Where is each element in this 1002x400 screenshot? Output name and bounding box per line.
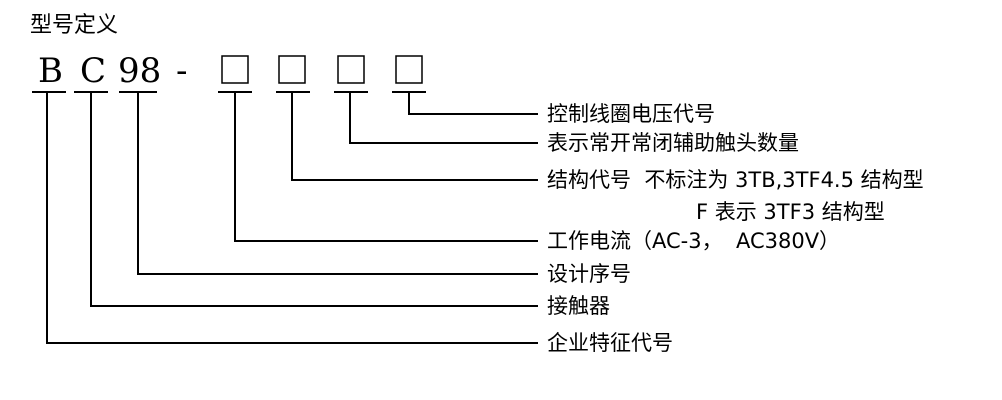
code-box-3: [337, 55, 365, 84]
code-char-c: C: [80, 51, 106, 91]
code-box-2: [278, 55, 306, 84]
label-working-current: 工作电流（AC-3， AC380V）: [547, 229, 840, 253]
label-enterprise-code: 企业特征代号: [547, 331, 673, 355]
label-structure-code: 结构代号 不标注为 3TB,3TF4.5 结构型: [547, 168, 924, 192]
leader-contactor: [90, 92, 538, 307]
leader-aux-contacts: [349, 92, 538, 144]
leader-working-current: [234, 92, 538, 242]
leader-enterprise-code: [46, 92, 538, 344]
code-char-98: 98: [118, 51, 161, 91]
leader-design-serial: [137, 92, 538, 275]
code-dash: -: [176, 51, 188, 91]
label-contactor: 接触器: [547, 294, 610, 318]
label-design-serial: 设计序号: [547, 262, 631, 286]
label-aux-contacts: 表示常开常闭辅助触头数量: [547, 131, 799, 155]
code-box-4: [395, 55, 423, 84]
code-char-b: B: [38, 51, 63, 91]
code-box-1: [221, 55, 249, 84]
leader-lines: [46, 92, 538, 344]
leader-coil-voltage: [408, 92, 538, 115]
label-structure-f: F 表示 3TF3 结构型: [696, 200, 885, 224]
leader-structure-code: [291, 92, 538, 181]
diagram-title: 型号定义: [30, 13, 118, 38]
label-coil-voltage: 控制线圈电压代号: [547, 102, 715, 126]
